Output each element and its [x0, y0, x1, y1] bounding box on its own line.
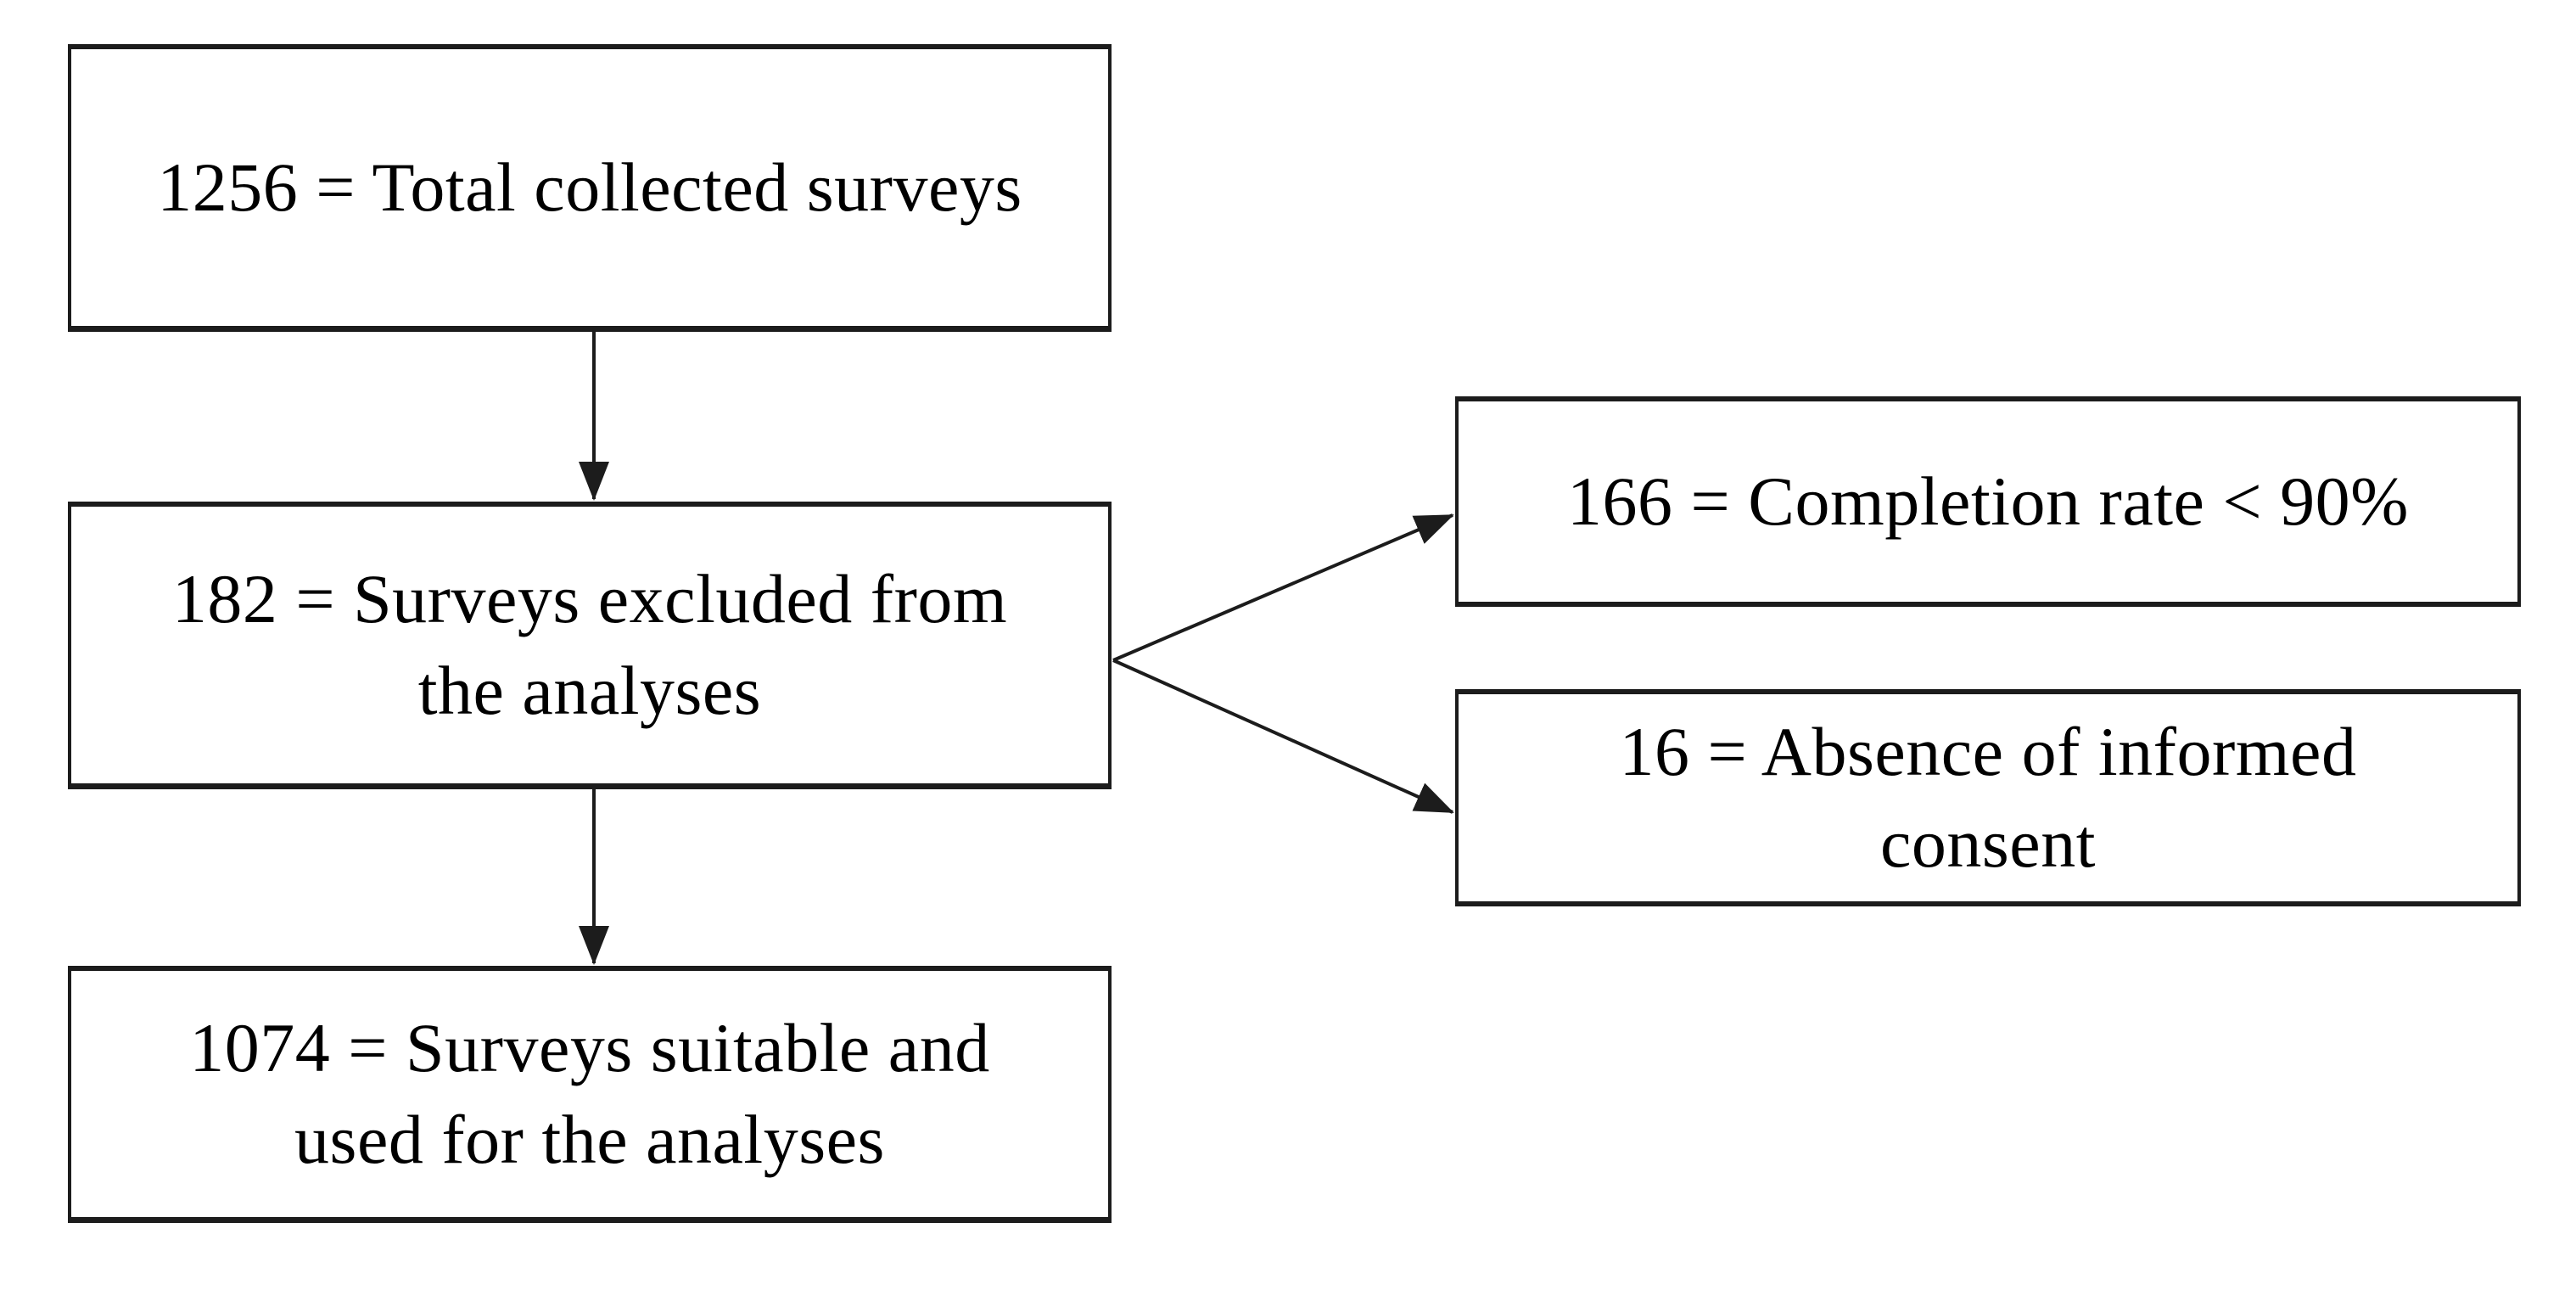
node-surveys-suitable: 1074 = Surveys suitable and used for the…	[68, 966, 1112, 1223]
arrow-excluded-to-completion	[1112, 513, 1454, 662]
node-completion-label: 166 = Completion rate < 90%	[1567, 462, 2409, 540]
arrow-excluded-to-consent	[1112, 659, 1454, 814]
node-consent-label: 16 = Absence of informed consent	[1619, 712, 2357, 882]
node-absence-informed-consent: 16 = Absence of informed consent	[1455, 689, 2521, 906]
node-total-label: 1256 = Total collected surveys	[157, 148, 1022, 226]
node-excluded-label: 182 = Surveys excluded from the analyses	[171, 559, 1008, 729]
node-surveys-excluded: 182 = Surveys excluded from the analyses	[68, 502, 1112, 789]
node-total-collected-surveys: 1256 = Total collected surveys	[68, 44, 1112, 332]
node-completion-rate-low: 166 = Completion rate < 90%	[1455, 396, 2521, 607]
node-suitable-label: 1074 = Surveys suitable and used for the…	[189, 1008, 990, 1178]
